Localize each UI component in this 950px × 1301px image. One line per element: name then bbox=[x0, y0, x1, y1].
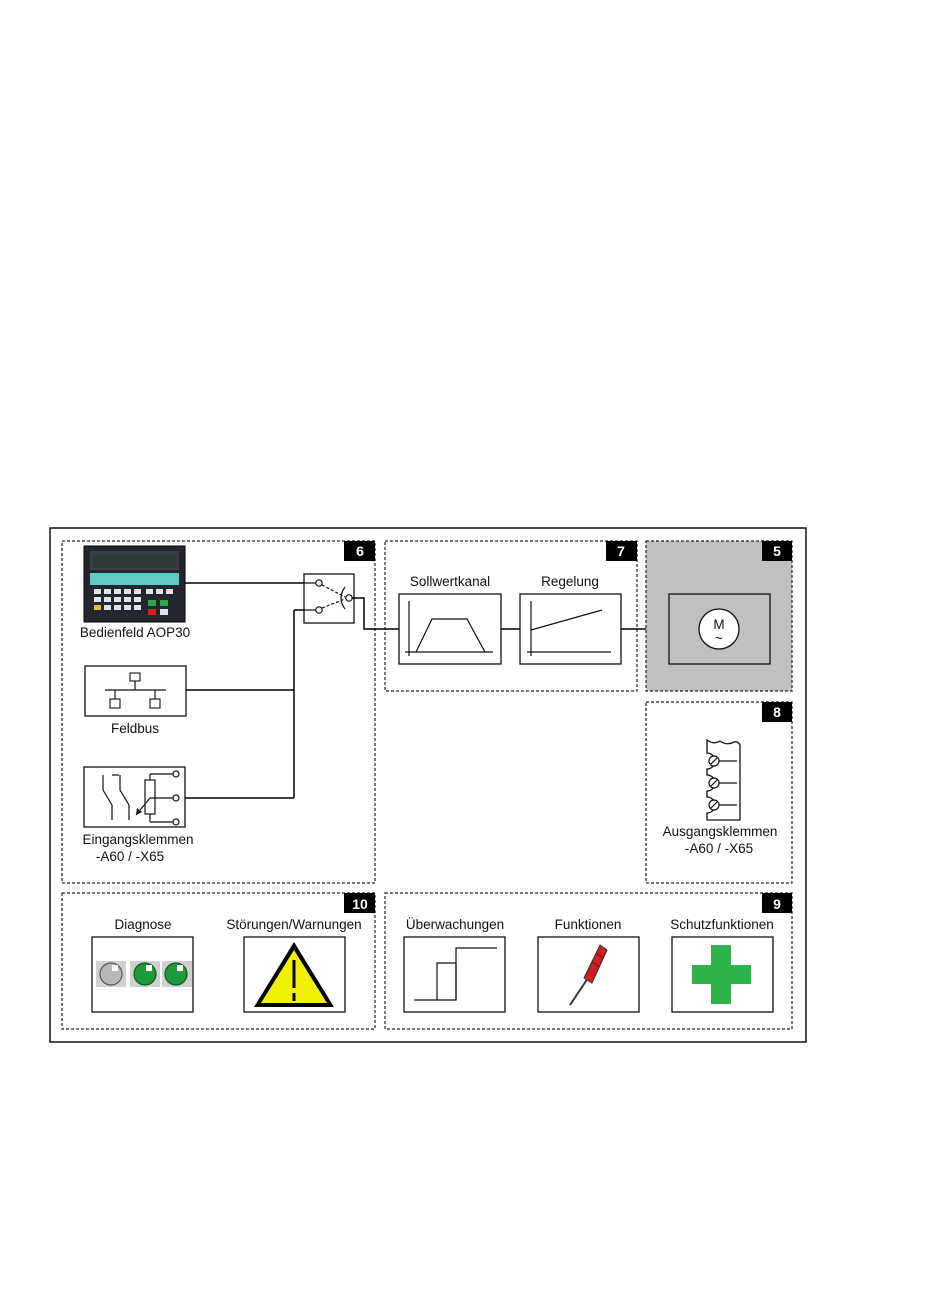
eingangsklemmen-block[interactable] bbox=[84, 767, 185, 827]
sollwertkanal-label: Sollwertkanal bbox=[410, 574, 490, 589]
section-5-number: 5 bbox=[773, 543, 781, 559]
aop30-panel[interactable] bbox=[84, 546, 185, 622]
section-9-number: 9 bbox=[773, 896, 781, 912]
schutzfunktionen-block[interactable] bbox=[672, 937, 773, 1012]
eingangsklemmen-label-2: -A60 / -X65 bbox=[96, 849, 164, 864]
schutzfunktionen-label: Schutzfunktionen bbox=[670, 917, 774, 932]
ausgangsklemmen-label-2: -A60 / -X65 bbox=[685, 841, 753, 856]
ueberwachungen-label: Überwachungen bbox=[406, 917, 504, 932]
ausgangsklemmen-label-1: Ausgangsklemmen bbox=[663, 824, 778, 839]
diagnose-led-green-icon bbox=[165, 963, 187, 985]
aop30-label: Bedienfeld AOP30 bbox=[80, 625, 190, 640]
feldbus-block[interactable] bbox=[85, 666, 186, 716]
funktionen-label: Funktionen bbox=[555, 917, 622, 932]
sollwertkanal-block[interactable] bbox=[399, 594, 501, 664]
section-8-number: 8 bbox=[773, 704, 781, 720]
funktionen-block[interactable] bbox=[538, 937, 639, 1012]
motor-symbol-m: M bbox=[713, 617, 724, 632]
stoerungen-label: Störungen/Warnungen bbox=[226, 917, 361, 932]
diagnose-led-green-icon bbox=[134, 963, 156, 985]
diagnose-label: Diagnose bbox=[114, 917, 171, 932]
diagnose-block[interactable] bbox=[92, 937, 193, 1012]
section-7-number: 7 bbox=[617, 543, 625, 559]
diagnose-led-gray-icon bbox=[100, 963, 122, 985]
motor-block[interactable]: M ~ bbox=[669, 594, 770, 664]
ausgangsklemmen-terminal-icon[interactable] bbox=[707, 740, 740, 820]
motor-symbol-ac: ~ bbox=[715, 631, 723, 646]
section-6-number: 6 bbox=[356, 543, 364, 559]
stoerungen-block[interactable] bbox=[244, 937, 345, 1012]
ueberwachungen-block[interactable] bbox=[404, 937, 505, 1012]
section-10-number: 10 bbox=[352, 896, 368, 912]
regelung-block[interactable] bbox=[520, 594, 621, 664]
eingangsklemmen-label-1: Eingangsklemmen bbox=[82, 832, 193, 847]
feldbus-label: Feldbus bbox=[111, 721, 159, 736]
regelung-label: Regelung bbox=[541, 574, 599, 589]
source-selector-switch[interactable] bbox=[304, 574, 354, 623]
